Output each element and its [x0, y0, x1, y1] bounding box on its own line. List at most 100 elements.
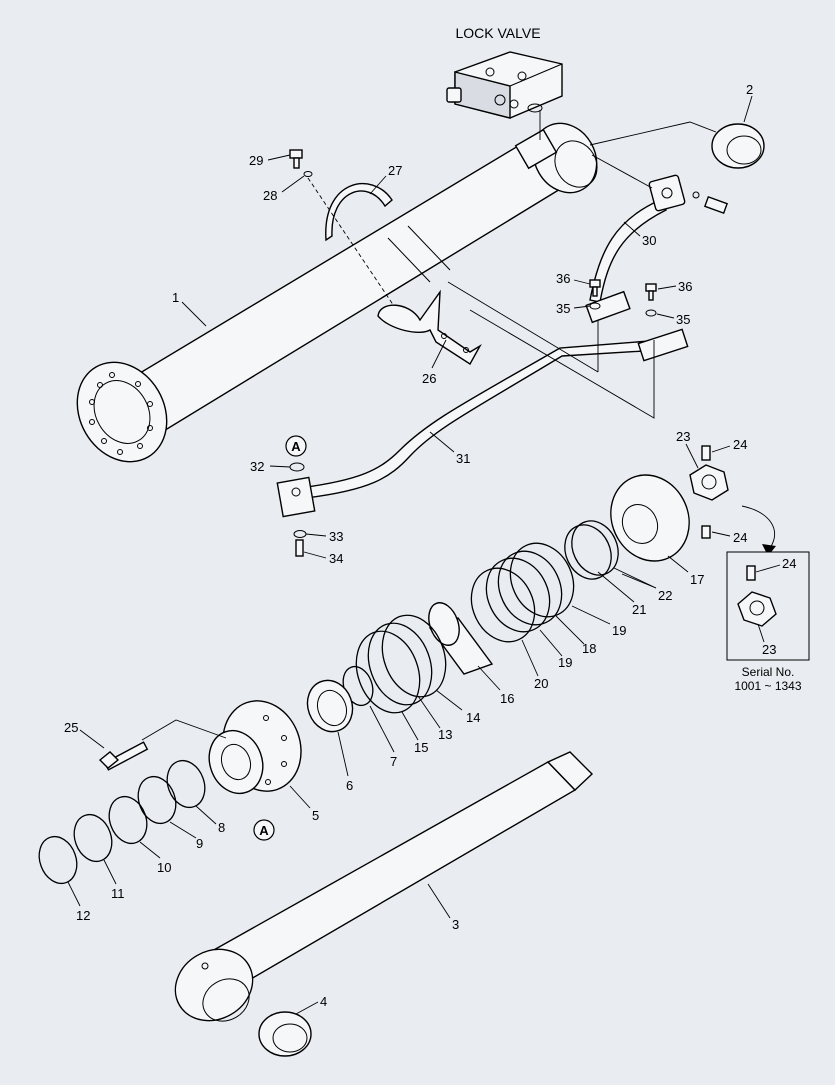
callout-16: 16: [477, 665, 514, 706]
piston-rod-3: [174, 751, 594, 1022]
svg-text:7: 7: [390, 754, 397, 769]
svg-text:21: 21: [632, 602, 646, 617]
svg-text:3: 3: [452, 917, 459, 932]
svg-text:9: 9: [196, 836, 203, 851]
pipe-30: [585, 174, 729, 324]
lock-valve: [446, 51, 563, 119]
svg-text:1: 1: [172, 290, 179, 305]
callout-29: 29: [249, 153, 291, 168]
callout-36a: 36: [556, 271, 591, 286]
callout-21: 21: [597, 571, 646, 617]
svg-text:13: 13: [438, 727, 452, 742]
svg-text:A: A: [259, 823, 269, 838]
setscrew-24: [701, 445, 711, 539]
bushing-4: [258, 1011, 312, 1057]
oring-32: [289, 462, 305, 472]
svg-text:14: 14: [466, 710, 480, 725]
svg-text:22: 22: [658, 588, 672, 603]
svg-text:30: 30: [642, 233, 656, 248]
bolt-25: [98, 741, 149, 771]
callout-33: 33: [305, 529, 343, 544]
rings-13-15: [355, 614, 447, 714]
svg-text:16: 16: [500, 691, 514, 706]
callout-9: 9: [169, 821, 203, 851]
svg-text:24: 24: [733, 530, 747, 545]
callout-22: 22: [613, 567, 672, 603]
callout-27: 27: [369, 163, 402, 195]
svg-text:24: 24: [733, 437, 747, 452]
callout-28: 28: [263, 175, 305, 203]
inset-range: 1001 ~ 1343: [734, 679, 801, 693]
lock-valve-title: LOCK VALVE: [455, 25, 540, 41]
callout-15: 15: [401, 711, 428, 755]
svg-text:10: 10: [157, 860, 171, 875]
svg-text:36: 36: [556, 271, 570, 286]
bushing-6: [306, 679, 354, 733]
svg-text:11: 11: [111, 886, 125, 901]
svg-text:A: A: [291, 439, 301, 454]
svg-text:35: 35: [556, 301, 570, 316]
svg-text:26: 26: [422, 371, 436, 386]
callout-1: 1: [172, 290, 207, 327]
pipe-31: [276, 328, 689, 518]
svg-text:15: 15: [414, 740, 428, 755]
callout-32: 32: [250, 459, 291, 474]
svg-text:25: 25: [64, 720, 78, 735]
callout-5: 5: [289, 785, 319, 823]
svg-text:2: 2: [746, 82, 753, 97]
svg-text:19: 19: [612, 623, 626, 638]
svg-text:28: 28: [263, 188, 277, 203]
callout-19a: 19: [571, 605, 626, 638]
rod-cover-5: [208, 700, 302, 795]
callout-2: 2: [743, 82, 753, 123]
callout-26: 26: [422, 339, 447, 386]
callout-30: 30: [623, 221, 656, 248]
callout-7: 7: [369, 705, 397, 769]
callout-20: 20: [521, 639, 548, 691]
callout-24b: 24: [711, 530, 747, 545]
svg-text:17: 17: [690, 572, 704, 587]
svg-text:31: 31: [456, 451, 470, 466]
inset-callout-23: 23: [762, 642, 776, 657]
callout-17: 17: [667, 555, 704, 587]
bolt-36-left: [589, 279, 601, 297]
callout-14: 14: [435, 689, 480, 725]
bushing-2: [711, 123, 765, 169]
callout-35b: 35: [656, 312, 690, 327]
bolt-29: [289, 149, 303, 169]
callout-23: 23: [676, 429, 699, 469]
reference-marker-a-bottom: A: [253, 819, 275, 841]
reference-marker-a-top: A: [285, 435, 307, 457]
callout-12: 12: [67, 881, 90, 923]
svg-text:32: 32: [250, 459, 264, 474]
svg-text:6: 6: [346, 778, 353, 793]
bolt-34: [295, 539, 304, 557]
washer-35-right: [645, 309, 657, 317]
seals-18-22: [470, 520, 619, 643]
nut-23: [689, 464, 729, 501]
callout-19b: 19: [539, 629, 572, 670]
svg-text:33: 33: [329, 529, 343, 544]
callout-25: 25: [64, 720, 105, 749]
callout-4: 4: [295, 994, 327, 1015]
seals-8-12: [38, 759, 206, 885]
callout-10: 10: [139, 841, 171, 875]
callout-31: 31: [429, 431, 470, 466]
svg-text:19: 19: [558, 655, 572, 670]
svg-text:29: 29: [249, 153, 263, 168]
washer-33: [293, 530, 307, 538]
svg-text:35: 35: [676, 312, 690, 327]
svg-text:5: 5: [312, 808, 319, 823]
svg-text:36: 36: [678, 279, 692, 294]
ring-16: [428, 602, 494, 675]
cylinder-tube: [76, 122, 598, 463]
inset-callout-24: 24: [782, 556, 796, 571]
svg-text:8: 8: [218, 820, 225, 835]
callout-6: 6: [337, 731, 353, 793]
svg-text:4: 4: [320, 994, 327, 1009]
callout-35a: 35: [556, 301, 591, 316]
clamp-27: [325, 183, 393, 242]
svg-text:18: 18: [582, 641, 596, 656]
